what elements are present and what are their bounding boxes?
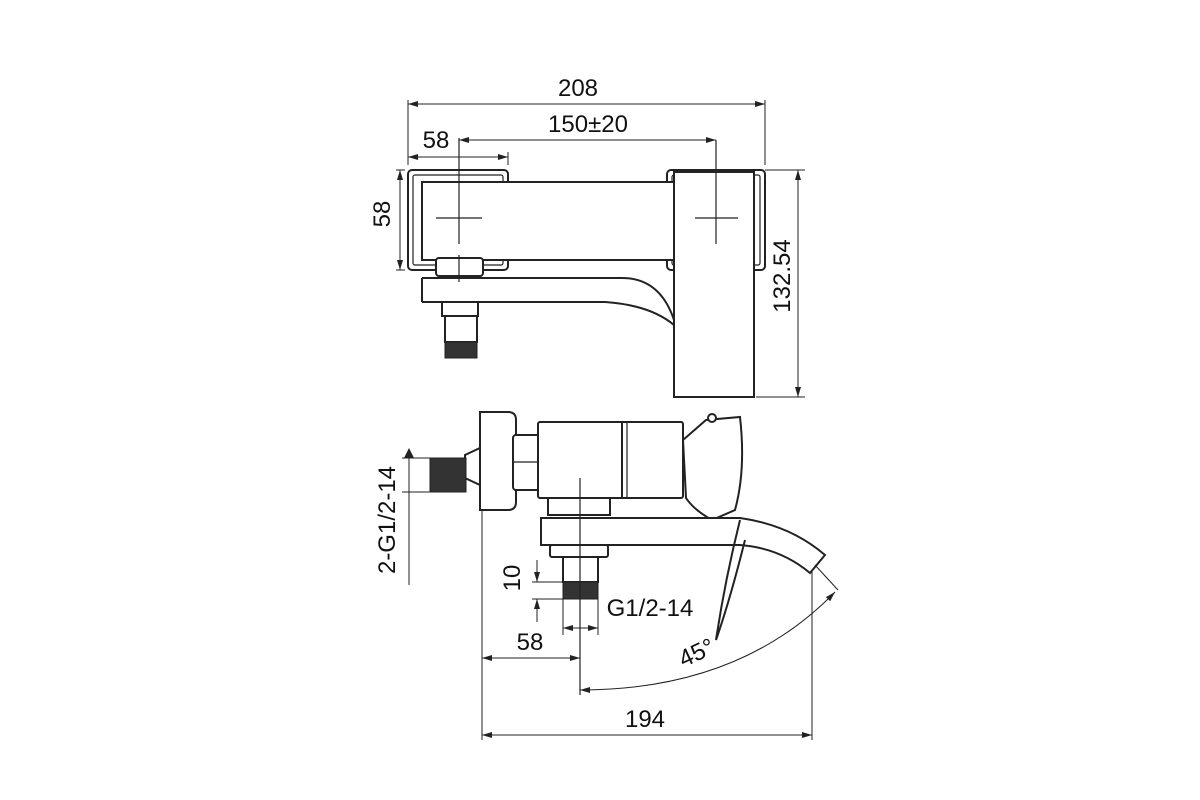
dim-overall-projection: 194: [625, 706, 665, 733]
dim-center-distance: 150±20: [548, 111, 628, 138]
side-handle: [681, 415, 744, 522]
top-view: 208 150±20 58 58 132.54: [369, 75, 805, 398]
dim-outlet-thread: G1/2-14: [607, 595, 694, 622]
dim-outlet-thread-length: 10: [499, 565, 526, 592]
dim-body-width: 58: [423, 127, 450, 154]
dim-outlet-offset: 58: [517, 629, 544, 656]
dim-body-height: 58: [369, 201, 396, 228]
side-spout: [540, 517, 827, 575]
dim-total-depth: 132.54: [769, 239, 796, 312]
dim-overall-width: 208: [558, 75, 598, 102]
dim-angle: 45°: [675, 633, 719, 673]
dim-inlet-thread: 2-G1/2-14: [374, 466, 401, 574]
wall-flange: [479, 411, 517, 511]
side-view: 2-G1/2-14 10 G1/2-14 58 45° 194: [374, 411, 839, 740]
top-thread: [444, 341, 478, 359]
handle-block: [673, 171, 755, 398]
side-valve-body: [537, 421, 684, 499]
inlet-thread: [429, 457, 467, 493]
